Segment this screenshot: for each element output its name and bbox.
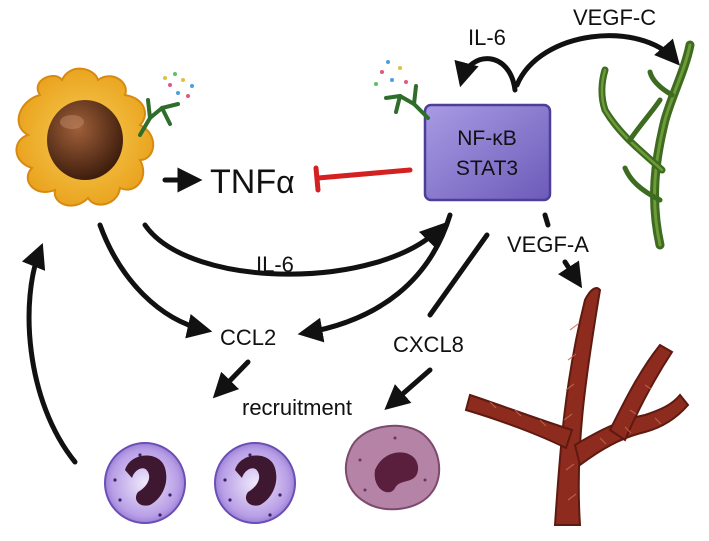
arrows: [21, 33, 680, 465]
macrophage-nucleus: [47, 100, 123, 180]
arrow-il6-autocrine: [454, 56, 518, 93]
receptor-icon: [138, 98, 180, 137]
nfkb-label: NF-κB: [457, 127, 517, 150]
vegfc-label: VEGF-C: [573, 5, 656, 30]
tumor-receptor-icon: [384, 84, 430, 120]
monocyte-cell: [344, 424, 441, 511]
ccl2-label: CCL2: [220, 325, 276, 350]
blood-vessel: [464, 287, 690, 526]
arrow-neutrophil-to-macrophage: [21, 243, 78, 465]
neutrophil-cell: [104, 442, 186, 524]
arrow-vegfc: [514, 33, 680, 88]
line-tumor-to-vegfa: [542, 212, 551, 228]
tnf-label: TNFα: [210, 163, 295, 201]
vegfa-label: VEGF-A: [507, 232, 589, 257]
neutrophil-cell: [214, 442, 296, 524]
cytokine-dots-icon: [163, 72, 194, 98]
arrow-ccl2-to-recruitment: [212, 359, 251, 399]
arrow-vegfa: [557, 259, 583, 289]
stat3-label: STAT3: [456, 157, 518, 180]
tumor-cell: NF-κB STAT3: [374, 60, 552, 202]
cxcl8-label: CXCL8: [393, 332, 464, 357]
il6-mid-label: IL-6: [256, 252, 294, 277]
arrow-il6-macrophage-to-tumor: [142, 222, 446, 277]
macrophage-cell: [15, 67, 194, 207]
arrow-macrophage-to-ccl2: [97, 222, 213, 339]
arrow-tumor-to-ccl2: [297, 212, 453, 343]
recruitment-label: recruitment: [242, 395, 352, 420]
il6-top-label: IL-6: [468, 25, 506, 50]
line-tumor-to-cxcl8: [427, 232, 490, 318]
tumor-cytokine-dots-icon: [374, 60, 408, 86]
arrow-cxcl8-to-recruitment: [384, 367, 433, 410]
inhibition-line: [313, 165, 413, 193]
lymphatic-vessel: [598, 40, 695, 250]
